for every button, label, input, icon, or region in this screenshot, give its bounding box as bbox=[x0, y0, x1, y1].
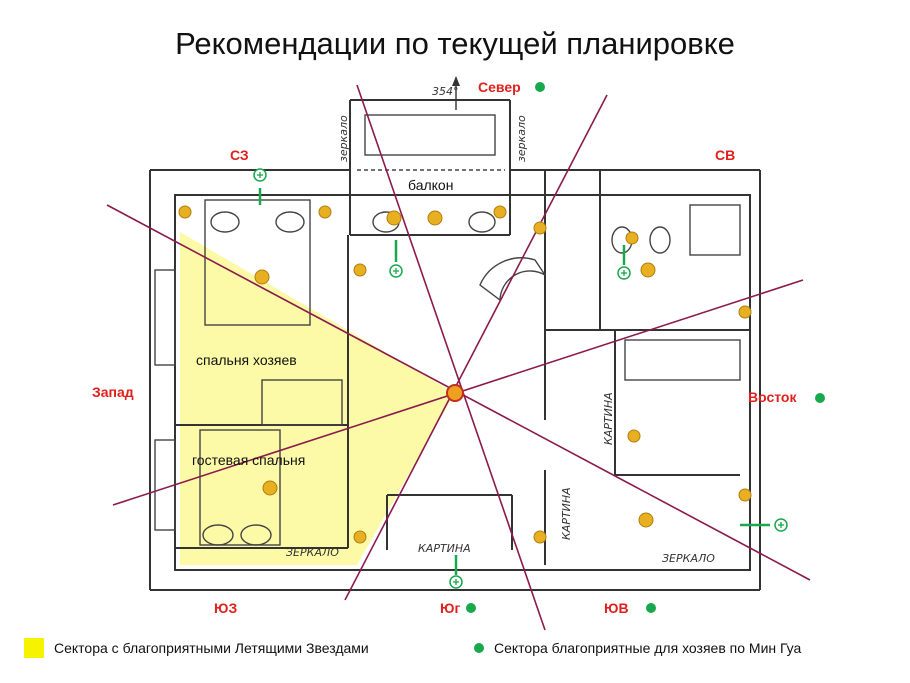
note-mirror-left: зеркало bbox=[337, 115, 350, 162]
direction-east: Восток bbox=[748, 389, 797, 405]
note-mirror-bottom-left: ЗЕРКАЛО bbox=[286, 546, 339, 559]
legend-green-label: Сектора благоприятные для хозяев по Мин … bbox=[494, 640, 802, 656]
armchair bbox=[479, 257, 546, 302]
direction-north: Север bbox=[478, 79, 521, 95]
plus-signs bbox=[257, 172, 784, 585]
plus-arrows bbox=[258, 188, 770, 575]
direction-southeast: ЮВ bbox=[604, 600, 629, 616]
southeast-favorable-dot bbox=[646, 603, 656, 613]
center-marker bbox=[446, 384, 464, 402]
furniture-markers bbox=[178, 205, 752, 544]
window-west-1 bbox=[154, 269, 176, 366]
legend-green: Сектора благоприятные для хозяев по Мин … bbox=[474, 634, 801, 662]
note-painting-side: КАРТИНА bbox=[602, 392, 615, 445]
wardrobe bbox=[261, 379, 343, 426]
note-mirror-bottom-right: ЗЕРКАЛО bbox=[662, 552, 715, 565]
note-painting-bottom: КАРТИНА bbox=[418, 542, 471, 555]
bathtub bbox=[624, 339, 741, 381]
east-favorable-dot bbox=[815, 393, 825, 403]
legend-yellow-label: Сектора с благоприятными Летящими Звезда… bbox=[54, 640, 369, 656]
page-title: Рекомендации по текущей планировке bbox=[175, 26, 735, 61]
room-master-bedroom: спальня хозяев bbox=[196, 352, 297, 368]
compass-reading: 354° bbox=[432, 85, 459, 98]
south-favorable-dot bbox=[466, 603, 476, 613]
stove bbox=[689, 204, 741, 256]
favorable-sector-highlight bbox=[180, 232, 455, 565]
legend-yellow: Сектора с благоприятными Летящими Звезда… bbox=[24, 634, 369, 662]
balcony-frame bbox=[364, 114, 496, 156]
direction-west: Запад bbox=[92, 384, 134, 400]
yellow-square-icon bbox=[24, 638, 44, 658]
north-arrow-head bbox=[452, 76, 460, 86]
direction-northwest: СЗ bbox=[230, 147, 249, 163]
room-balcony: балкон bbox=[408, 177, 453, 193]
north-favorable-dot bbox=[535, 82, 545, 92]
room-guest-bedroom: гостевая спальня bbox=[192, 452, 305, 468]
master-bed bbox=[204, 199, 311, 326]
green-dot-icon bbox=[474, 643, 484, 653]
direction-south: Юг bbox=[440, 600, 460, 616]
plan-walls bbox=[149, 99, 761, 591]
furniture bbox=[154, 114, 741, 546]
direction-northeast: СВ bbox=[715, 147, 735, 163]
direction-southwest: ЮЗ bbox=[214, 600, 237, 616]
note-painting-vertical: КАРТИНА bbox=[560, 487, 573, 540]
guest-bed bbox=[199, 429, 281, 546]
note-mirror-right: зеркало bbox=[515, 115, 528, 162]
